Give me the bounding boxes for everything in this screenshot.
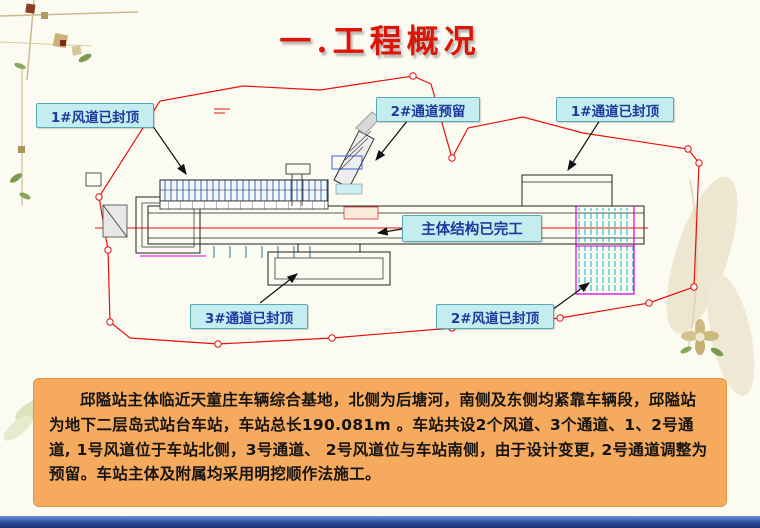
callout-arrows <box>149 119 601 311</box>
passage-1-structure <box>521 174 613 207</box>
callout-air-duct-2: 2#风道已封顶 <box>436 304 554 329</box>
passage-3-structure <box>267 244 391 286</box>
overview-paragraph: 邱隘站主体临近天童庄车辆综合基地，北侧为后塘河，南侧及东侧均紧靠车辆段，邱隘站为… <box>49 388 711 487</box>
callout-label: 1#风道已封顶 <box>50 109 140 126</box>
boundary-markers <box>95 72 703 348</box>
corner-ornament-top-left <box>0 0 139 81</box>
callout-main-structure: 主体结构已完工 <box>402 215 542 242</box>
site-boundary <box>95 75 700 345</box>
callout-label: 2#通道预留 <box>390 103 466 120</box>
left-edge-ornament <box>10 68 31 206</box>
station-structure <box>135 196 645 254</box>
overview-text-panel: 邱隘站主体临近天童庄车辆综合基地，北侧为后塘河，南侧及东侧均紧靠车辆段，邱隘站为… <box>33 378 727 507</box>
right-leaf-watermark <box>666 176 755 396</box>
callout-label: 主体结构已完工 <box>421 222 523 238</box>
callout-passage-2: 2#通道预留 <box>376 97 480 122</box>
callout-passage-1: 1#通道已封顶 <box>556 97 674 122</box>
mid-station-details <box>285 155 379 220</box>
left-buildings <box>85 172 128 238</box>
callout-label: 2#风道已封顶 <box>450 310 540 327</box>
station-roof-hatch <box>159 179 329 210</box>
air-duct-2-structure <box>575 206 635 295</box>
overview-text: 邱隘站主体临近天童庄车辆综合基地，北侧为后塘河，南侧及东侧均紧靠车辆段，邱隘站为… <box>49 391 697 434</box>
callout-air-duct-1: 1#风道已封顶 <box>36 103 154 128</box>
callout-label: 1#通道已封顶 <box>570 103 660 120</box>
page-title: 一.工程概况 <box>279 22 481 60</box>
overview-text: 。车站共设2个风道、3个通道、1、2号通道, 1号风道位于车站北侧，3号通道、 … <box>49 415 708 484</box>
entrance-structure <box>333 111 381 189</box>
flower-ornament-bottom-right <box>680 319 724 357</box>
callout-label: 3#通道已封顶 <box>204 310 294 327</box>
station-length-value: 190.081m <box>301 415 391 434</box>
callout-passage-3: 3#通道已封顶 <box>190 304 308 329</box>
footer-bar <box>0 516 760 528</box>
red-notes <box>214 108 230 114</box>
